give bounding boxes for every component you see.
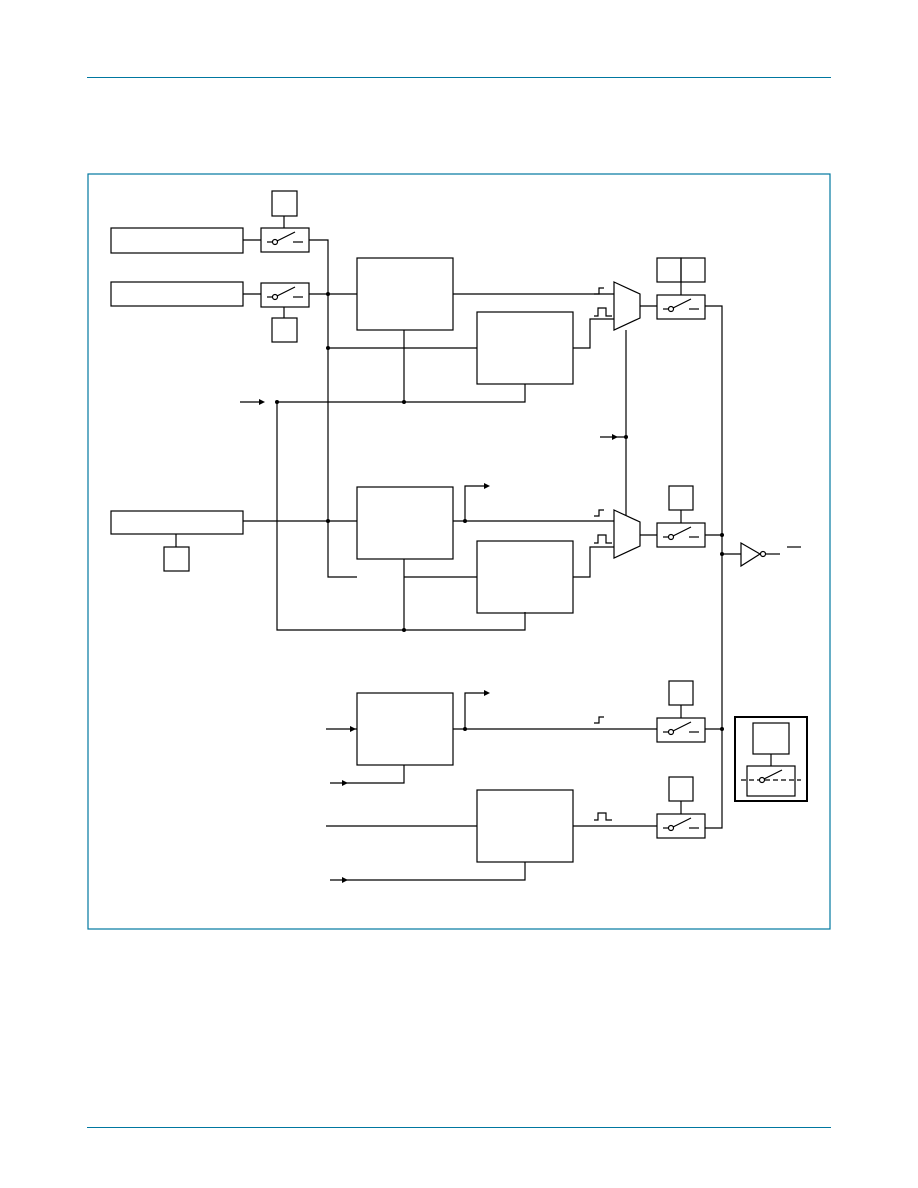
- multiplexer-1: [613, 281, 641, 331]
- switch-4: [656, 522, 706, 548]
- register-block-3: [110, 510, 244, 535]
- output-inverter: [740, 541, 762, 568]
- config-bit-box-2: [271, 317, 298, 343]
- switch-3: [656, 294, 706, 320]
- header-rule: [87, 77, 831, 78]
- diagram-border: [87, 173, 831, 930]
- switch-6: [656, 813, 706, 839]
- junction-dots: [275, 292, 724, 731]
- config-bit-box-8: [668, 776, 694, 802]
- counter-block-2: [476, 311, 574, 385]
- counter-block-6: [476, 789, 574, 863]
- legend-box: [734, 716, 808, 802]
- config-bit-box-3: [656, 257, 682, 283]
- switch-1: [260, 227, 310, 253]
- register-block-2: [110, 281, 244, 307]
- counter-block-5: [356, 692, 454, 766]
- footer-rule: [87, 1127, 831, 1128]
- register-block-1: [110, 227, 244, 254]
- config-bit-box-6: [668, 485, 694, 511]
- counter-block-1: [356, 257, 454, 331]
- config-bit-box-4: [680, 257, 706, 283]
- block-diagram: [87, 173, 831, 930]
- counter-block-4: [476, 540, 574, 614]
- config-bit-box-7: [668, 680, 694, 706]
- multiplexer-2: [613, 509, 641, 559]
- config-bit-box-5: [163, 546, 190, 572]
- switch-2: [260, 282, 310, 308]
- switch-5: [656, 717, 706, 743]
- config-bit-box-1: [271, 190, 298, 217]
- block-diagram-frame: [87, 173, 831, 930]
- counter-block-3: [356, 486, 454, 560]
